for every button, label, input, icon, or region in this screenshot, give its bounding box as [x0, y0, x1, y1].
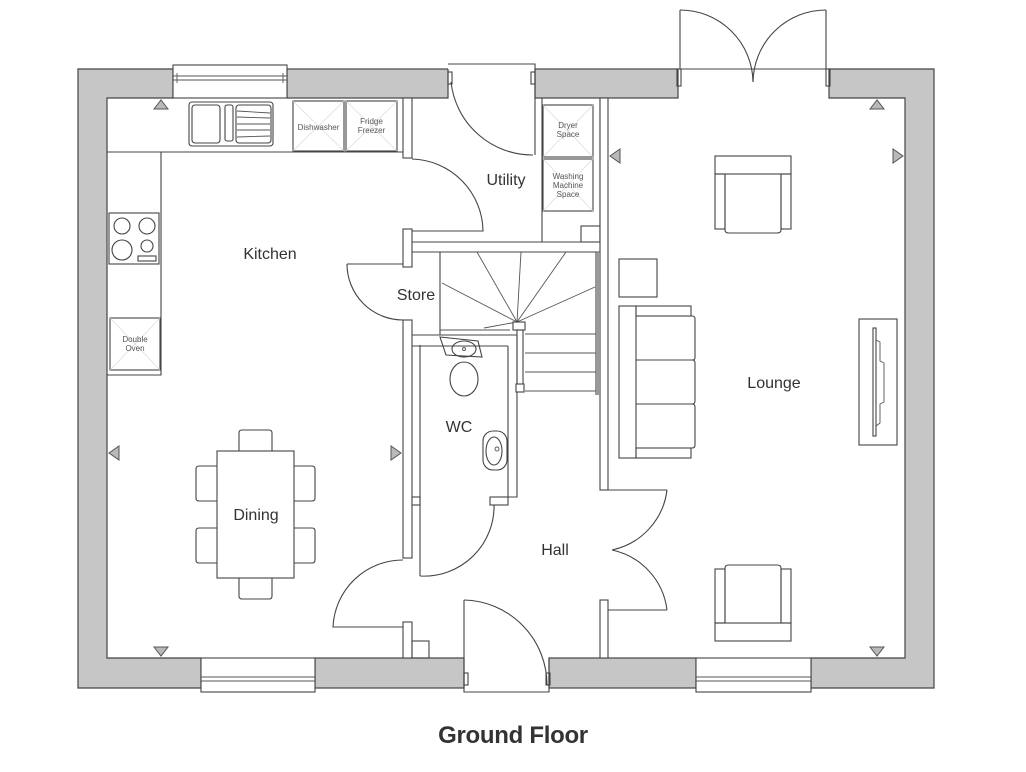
internal-walls — [107, 97, 668, 659]
marker-icon — [108, 445, 120, 461]
dishwasher-label: Dishwasher — [298, 123, 340, 132]
windows — [172, 64, 812, 693]
dryer-label-1: Dryer — [558, 121, 578, 130]
oven-label-2: Oven — [125, 344, 144, 353]
washer-label-2: Machine — [553, 181, 584, 190]
dryer-label-2: Space — [557, 130, 580, 139]
marker-icon — [152, 646, 170, 657]
room-label-hall: Hall — [541, 542, 569, 559]
marker-icon — [868, 99, 886, 110]
room-label-utility: Utility — [486, 172, 525, 189]
kitchen-units: Dishwasher Fridge Freezer Double Oven — [108, 100, 398, 371]
floor-title: Ground Floor — [438, 722, 588, 749]
room-label-wc: WC — [446, 419, 473, 436]
washer-label-1: Washing — [553, 172, 584, 181]
external-walls — [77, 68, 935, 689]
dining-table — [195, 429, 316, 600]
marker-icon — [390, 445, 402, 461]
oven-label-1: Double — [122, 335, 148, 344]
room-label-dining: Dining — [233, 507, 278, 524]
lounge-furniture — [618, 155, 898, 642]
room-label-lounge: Lounge — [747, 375, 800, 392]
marker-icon — [892, 148, 904, 164]
marker-icon — [868, 646, 886, 657]
fridge-label-1: Fridge — [360, 117, 383, 126]
marker-icon — [609, 148, 621, 164]
marker-icon — [152, 99, 170, 110]
washer-label-3: Space — [557, 190, 580, 199]
view-markers — [108, 99, 904, 657]
doors — [447, 9, 831, 693]
utility-appliances: Dryer Space Washing Machine Space — [542, 104, 594, 212]
room-labels: Kitchen Dining Store Utility WC Hall Lou… — [233, 172, 800, 559]
room-label-kitchen: Kitchen — [243, 246, 296, 263]
staircase — [439, 251, 599, 395]
wc-fittings — [439, 336, 508, 471]
room-label-store: Store — [397, 287, 435, 304]
fridge-label-2: Freezer — [358, 126, 386, 135]
